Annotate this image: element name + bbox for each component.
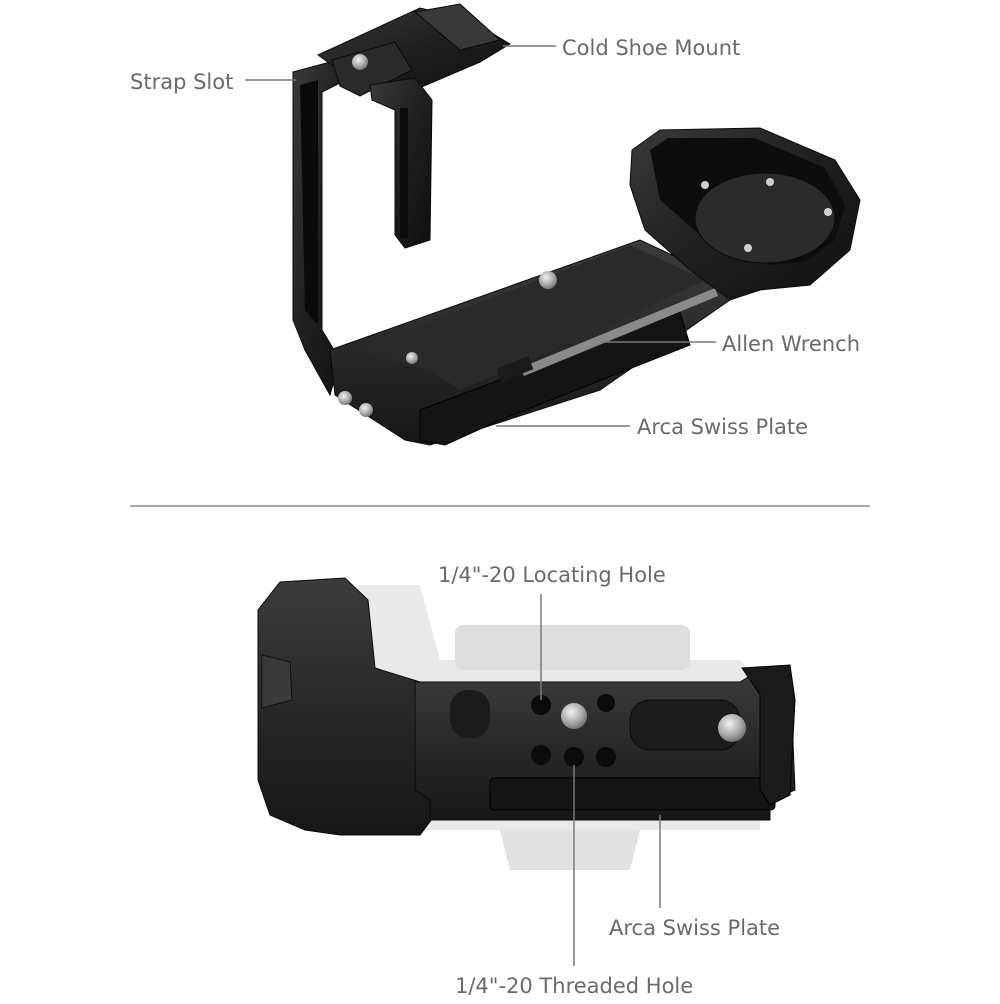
recess	[450, 690, 490, 738]
threaded-hole-1	[531, 745, 551, 765]
label-arca-swiss-plate-bottom: Arca Swiss Plate	[609, 916, 781, 940]
label-allen-wrench: Allen Wrench	[722, 332, 861, 356]
mount-screw	[561, 703, 587, 729]
allen-wrench	[520, 288, 718, 376]
side-hole-2	[359, 403, 373, 417]
grip-screw-1	[701, 181, 709, 189]
base-plate-top-surface	[355, 245, 705, 390]
arca-swiss-plate-bottom	[489, 777, 776, 811]
threaded-hole-2	[564, 747, 584, 767]
allen-wrench-head	[496, 356, 534, 382]
quick-release-screw	[718, 714, 746, 742]
grip-bottom-plate	[257, 577, 436, 836]
grip-screw-3	[744, 244, 752, 252]
grip-latch	[261, 654, 293, 709]
side-clamp	[741, 664, 796, 806]
l-bracket-top-view	[292, 3, 861, 446]
threaded-hole-3	[597, 694, 615, 712]
camera-ghost-lens-mount	[500, 830, 640, 870]
label-cold-shoe-mount: Cold Shoe Mount	[562, 36, 741, 60]
battery-door-disk	[694, 172, 836, 264]
grip-screw-2	[824, 208, 832, 216]
label-arca-swiss-plate-top: Arca Swiss Plate	[637, 415, 809, 439]
grip-screw-4	[766, 178, 774, 186]
threaded-hole-4	[596, 747, 616, 767]
plate-mount-screw	[539, 271, 557, 289]
cold-shoe-rail	[413, 3, 502, 51]
strap-slot	[300, 80, 318, 325]
label-threaded-hole: 1/4"-20 Threaded Hole	[455, 974, 694, 998]
side-hole-1	[338, 391, 352, 405]
camera-ghost-lens	[455, 625, 690, 670]
label-strap-slot: Strap Slot	[130, 70, 234, 94]
label-locating-hole: 1/4"-20 Locating Hole	[438, 563, 666, 587]
locating-hole	[531, 695, 551, 715]
bottom-leader-lines	[540, 594, 661, 966]
bottom-view	[257, 577, 796, 870]
cold-shoe-screw-hole	[352, 54, 368, 70]
hole-pattern	[531, 694, 616, 767]
arca-swiss-plate-top	[419, 311, 691, 446]
hook-arm-groove	[400, 108, 408, 238]
top-leader-lines	[245, 45, 716, 427]
base-small-screw	[406, 352, 418, 364]
